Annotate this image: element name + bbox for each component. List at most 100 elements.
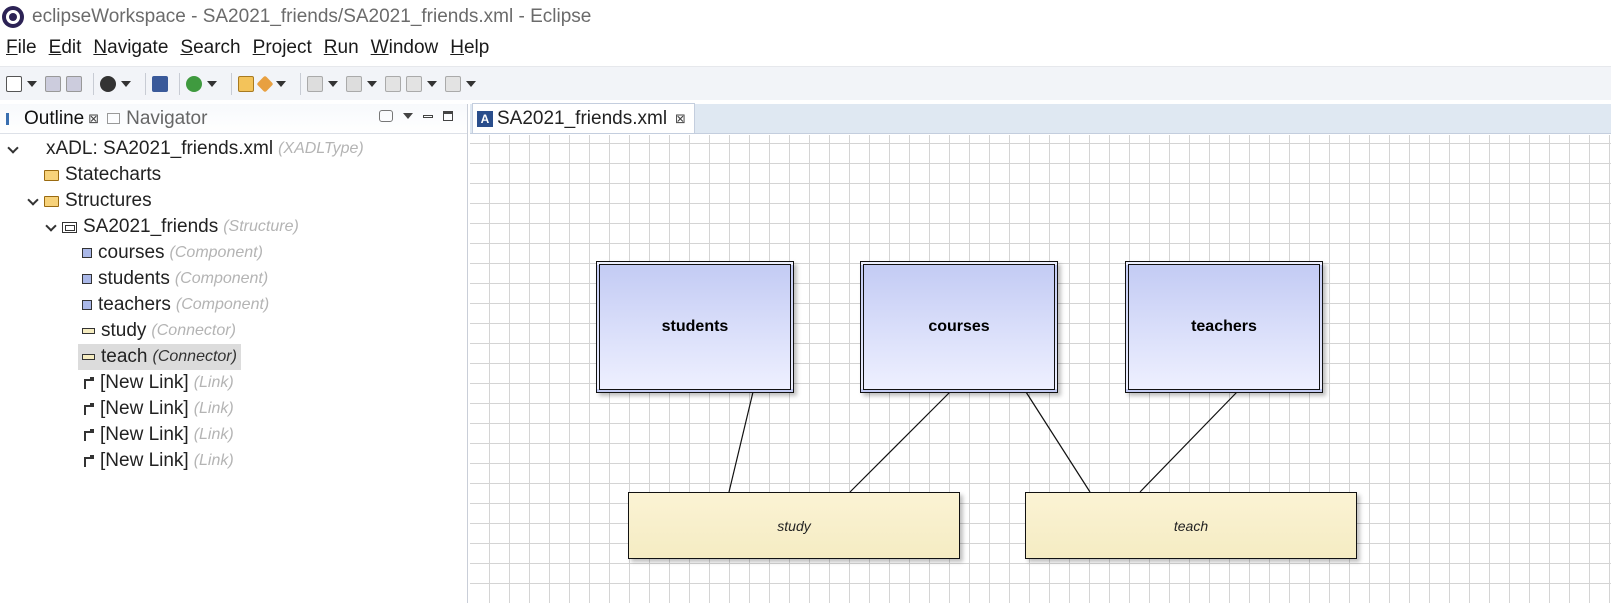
link-icon: [82, 429, 94, 441]
tab-outline[interactable]: Outline ⊠: [0, 104, 103, 134]
new-dropdown-arrow-icon[interactable]: [27, 80, 37, 87]
rocket-run-icon[interactable]: [256, 75, 274, 92]
tree-item-new-link[interactable]: [New Link] (Link): [82, 370, 234, 396]
chevron-down-icon[interactable]: [8, 144, 18, 154]
close-icon[interactable]: ⊠: [675, 110, 686, 126]
component-students[interactable]: students: [596, 261, 794, 393]
connector-study[interactable]: study: [628, 492, 960, 559]
debug-dropdown-arrow-icon[interactable]: [207, 80, 217, 87]
close-icon[interactable]: ⊠: [88, 110, 100, 126]
chevron-down-icon[interactable]: [46, 222, 56, 232]
tree-item-courses[interactable]: courses (Component): [82, 240, 263, 266]
component-icon: [82, 274, 92, 284]
navigator-icon: [107, 113, 121, 124]
menu-run[interactable]: Run: [323, 37, 359, 58]
profile-dropdown-arrow-icon[interactable]: [121, 80, 131, 87]
menu-file[interactable]: File: [6, 37, 37, 58]
link-students-study[interactable]: [728, 391, 754, 493]
tree-item-label: [New Link]: [100, 372, 189, 393]
back-arrow-icon[interactable]: [406, 75, 422, 92]
save-all-icon[interactable]: [66, 75, 82, 92]
tree-structure-type: (Structure): [223, 218, 299, 235]
link-courses-study[interactable]: [849, 391, 951, 493]
menu-bar: File Edit Navigate Search Project Run Wi…: [0, 34, 1611, 62]
tab-navigator[interactable]: Navigator: [103, 104, 211, 134]
forward-dropdown-arrow-icon[interactable]: [466, 80, 476, 87]
menu-window[interactable]: Window: [370, 37, 439, 58]
next-annotation-dropdown-arrow-icon[interactable]: [328, 80, 338, 87]
next-annotation-icon[interactable]: [307, 75, 323, 92]
tree-statecharts-label: Statecharts: [65, 164, 162, 185]
sync-view-icon[interactable]: [379, 110, 393, 122]
maximize-icon[interactable]: [443, 111, 453, 121]
chevron-down-icon[interactable]: [28, 196, 38, 206]
component-courses[interactable]: courses: [860, 261, 1058, 393]
outline-panel: Outline ⊠ Navigator xADL: SA2021_friends…: [0, 104, 468, 603]
tree-item-new-link[interactable]: [New Link] (Link): [82, 396, 234, 422]
back-dropdown-arrow-icon[interactable]: [427, 80, 437, 87]
tree-item-label: [New Link]: [100, 424, 189, 445]
folder-icon: [44, 169, 59, 181]
menu-navigate[interactable]: Navigate: [93, 37, 169, 58]
tree-item-students[interactable]: students (Component): [82, 266, 268, 292]
tree-root-type: (XADLType): [278, 140, 364, 157]
tree-item-type: (Link): [193, 426, 234, 443]
tree-item-type: (Connector): [151, 322, 236, 339]
link-courses-teach[interactable]: [1025, 391, 1091, 493]
outline-icon: [6, 112, 18, 125]
tree-item-new-link[interactable]: [New Link] (Link): [82, 448, 234, 474]
tree-item-label: [New Link]: [100, 398, 189, 419]
menu-edit[interactable]: Edit: [48, 37, 82, 58]
editor-tabs: A SA2021_friends.xml ⊠: [470, 103, 1611, 134]
menu-help[interactable]: Help: [450, 37, 490, 58]
structure-icon: [62, 221, 77, 233]
component-teachers[interactable]: teachers: [1125, 261, 1323, 393]
tree-item-label: teach: [101, 346, 148, 367]
previous-annotation-dropdown-arrow-icon[interactable]: [367, 80, 377, 87]
console-icon[interactable]: [152, 75, 168, 92]
view-menu-icon[interactable]: [403, 113, 413, 119]
tree-item-teachers[interactable]: teachers (Component): [82, 292, 269, 318]
new-file-icon[interactable]: [6, 75, 22, 92]
tree-item-sa2021-friends[interactable]: SA2021_friends (Structure): [46, 214, 299, 240]
component-icon: [82, 300, 92, 310]
minimize-icon[interactable]: [423, 114, 433, 118]
tree-item-structures[interactable]: Structures: [28, 188, 152, 214]
diagram-canvas[interactable]: students courses teachers study teach: [470, 135, 1611, 603]
connector-teach[interactable]: teach: [1025, 492, 1357, 559]
debug-icon[interactable]: [186, 75, 202, 92]
archstudio-file-icon: A: [477, 110, 493, 127]
toolbar-separator: [300, 72, 301, 95]
tree-item-label: teachers: [98, 294, 171, 315]
link-icon: [82, 377, 94, 389]
tree-root-xadl[interactable]: xADL: SA2021_friends.xml (XADLType): [8, 136, 364, 162]
run-dropdown-arrow-icon[interactable]: [276, 80, 286, 87]
forward-arrow-icon[interactable]: [445, 75, 461, 92]
toolbar-separator: [179, 72, 180, 95]
tree-item-label: study: [101, 320, 147, 341]
tree-item-study[interactable]: study (Connector): [82, 318, 236, 344]
tab-navigator-label: Navigator: [126, 107, 208, 129]
link-icon: [82, 403, 94, 415]
last-edit-location-icon[interactable]: [385, 75, 401, 92]
component-label: students: [661, 318, 729, 335]
main-toolbar: [0, 66, 1611, 100]
component-label: courses: [928, 318, 990, 335]
tab-sa2021-friends-xml[interactable]: A SA2021_friends.xml ⊠: [472, 103, 695, 133]
tree-structures-label: Structures: [65, 190, 152, 211]
tree-item-type: (Link): [193, 374, 234, 391]
menu-project[interactable]: Project: [252, 37, 312, 58]
toolbar-separator: [93, 72, 94, 95]
link-teachers-teach[interactable]: [1139, 391, 1238, 493]
tree-item-statecharts[interactable]: Statecharts: [44, 162, 161, 188]
open-folder-icon[interactable]: [238, 75, 254, 92]
save-icon[interactable]: [45, 75, 61, 92]
eclipse-logo-icon: [2, 6, 24, 28]
profile-icon[interactable]: [100, 75, 116, 92]
previous-annotation-icon[interactable]: [346, 75, 362, 92]
tree-item-new-link[interactable]: [New Link] (Link): [82, 422, 234, 448]
menu-search[interactable]: Search: [180, 37, 241, 58]
tree-item-teach[interactable]: teach (Connector): [78, 344, 241, 370]
window-title: eclipseWorkspace - SA2021_friends/SA2021…: [32, 6, 592, 27]
connector-label: study: [777, 517, 811, 534]
